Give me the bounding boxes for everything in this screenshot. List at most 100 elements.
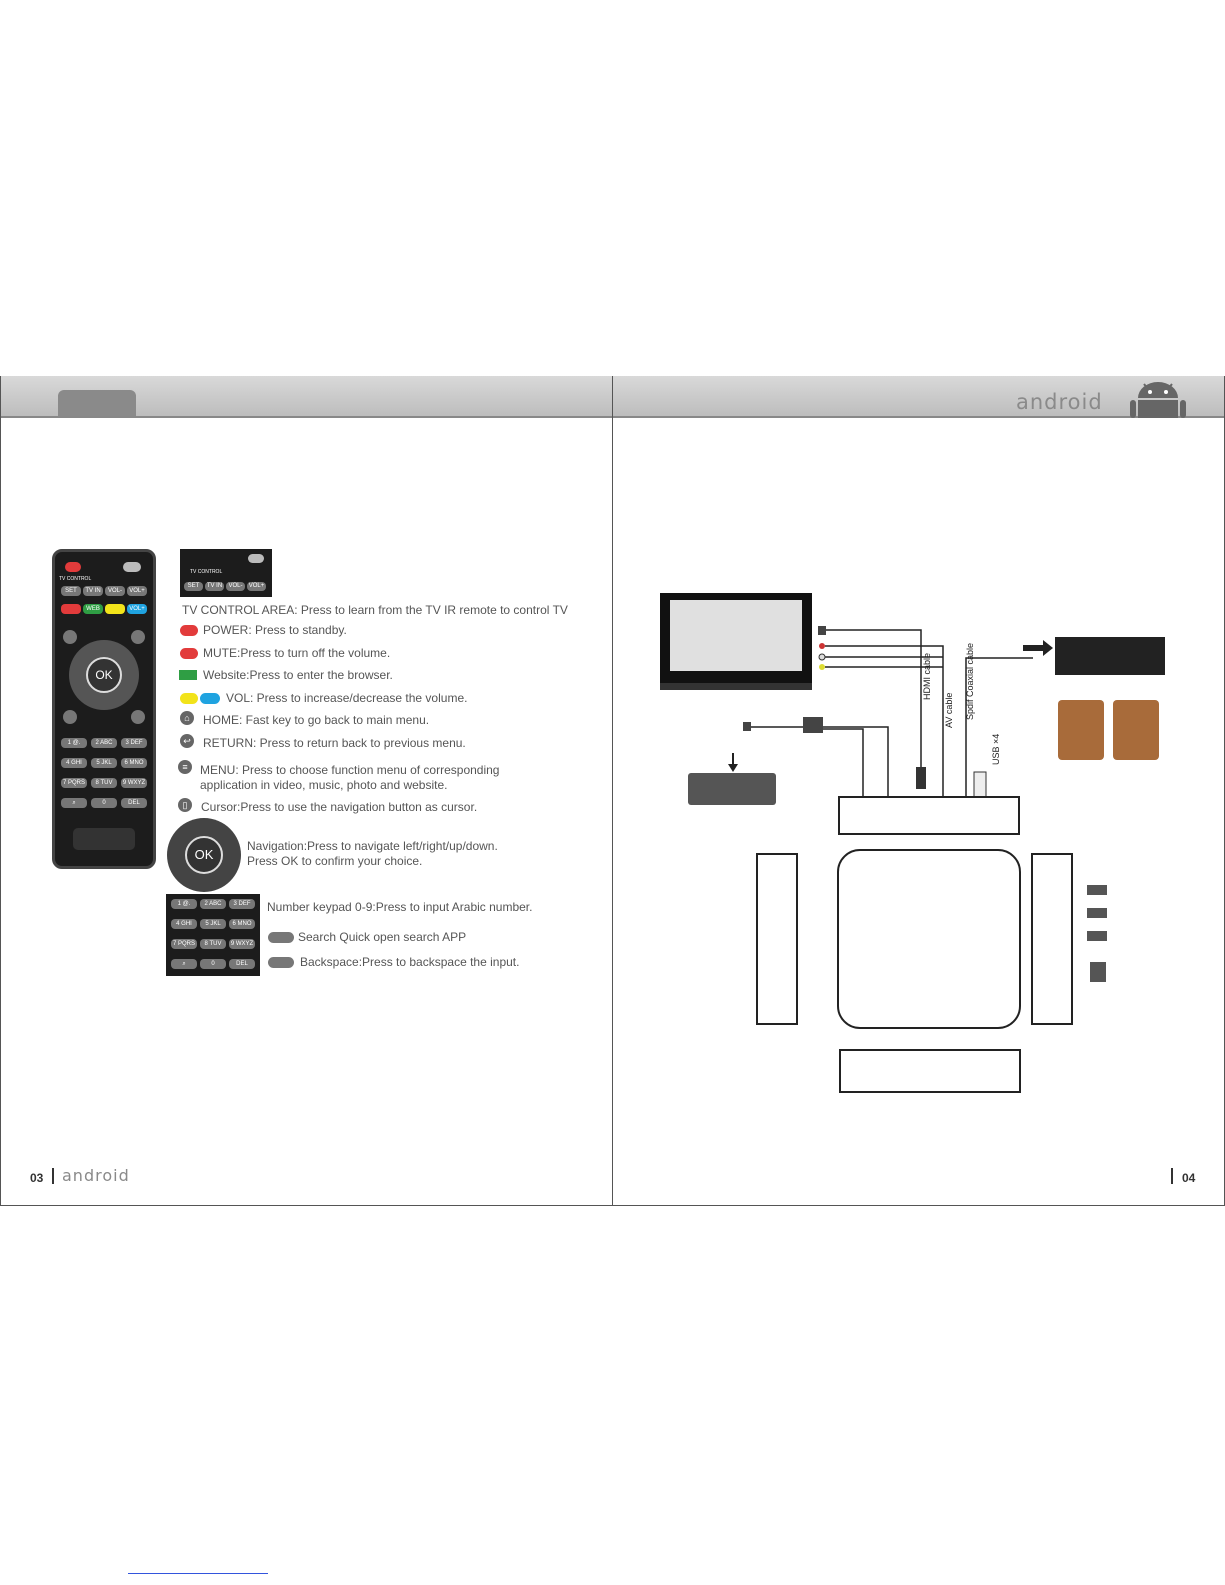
box-left-side-view: [756, 853, 798, 1025]
right-header-bar: [613, 376, 1224, 418]
remote-ok-button[interactable]: OK: [86, 657, 122, 693]
connection-diagram: [660, 593, 1165, 1093]
remote-volplus-key[interactable]: VOL+: [127, 586, 147, 596]
remote-vol-down-key[interactable]: [105, 604, 125, 614]
closeup-volplus-key: VOL+: [247, 582, 266, 591]
remote-del-key[interactable]: DEL: [121, 798, 147, 808]
vol-down-icon: [180, 693, 198, 704]
remote-power-button[interactable]: [65, 562, 81, 572]
vol-up-icon: [200, 693, 220, 704]
usb-device-icon-3: [1087, 931, 1107, 941]
keypad-key-3: 3 DEF: [229, 899, 255, 909]
keypad-key-5: 5 JKL: [200, 919, 226, 929]
speaker-left-illustration: [1058, 700, 1104, 760]
av-plug-yellow-icon: [819, 664, 825, 670]
right-arrow-icon: [1023, 640, 1053, 656]
keypad-key-2: 2 ABC: [200, 899, 226, 909]
remote-tvin-key[interactable]: TV IN: [83, 586, 103, 596]
menu-description-line2: application in video, music, photo and w…: [200, 778, 448, 792]
tv-control-description: TV CONTROL AREA: Press to learn from the…: [182, 603, 568, 617]
remote-key-0[interactable]: 0: [91, 798, 117, 808]
navigation-description-line1: Navigation:Press to navigate left/right/…: [247, 839, 498, 853]
remote-key-7[interactable]: 7 PQRS: [61, 778, 87, 788]
closeup-tvin-key: TV IN: [205, 582, 224, 591]
menu-description-line1: MENU: Press to choose function menu of c…: [200, 763, 500, 777]
menu-icon: ≡: [178, 760, 192, 774]
router-illustration: [688, 773, 776, 805]
return-description: RETURN: Press to return back to previous…: [203, 736, 466, 750]
remote-vol-up-key[interactable]: VOL+: [127, 604, 147, 614]
remote-set-key[interactable]: SET: [61, 586, 81, 596]
keypad-search-key: ⌕: [171, 959, 197, 969]
tv-illustration: [660, 593, 812, 690]
usb-stick-icon: [973, 771, 987, 799]
av-cable-label: AV cable: [944, 692, 954, 728]
search-icon: [268, 932, 294, 943]
keypad-closeup: 1 @. 2 ABC 3 DEF 4 GHI 5 JKL 6 MNO 7 PQR…: [166, 894, 260, 976]
navigation-description-line2: Press OK to confirm your choice.: [247, 854, 423, 868]
usb-device-icon-1: [1087, 885, 1107, 895]
search-description: Search Quick open search APP: [298, 930, 467, 944]
closeup-volminus-key: VOL-: [226, 582, 245, 591]
remote-key-3[interactable]: 3 DEF: [121, 738, 147, 748]
remote-menu-key[interactable]: [63, 710, 77, 724]
home-description: HOME: Fast key to go back to main menu.: [203, 713, 430, 727]
box-top-view: [837, 849, 1021, 1029]
usb-label: USB ×4: [991, 733, 1001, 765]
web-icon: [179, 670, 197, 680]
remote-return-key[interactable]: [131, 630, 145, 644]
keypad-key-8: 8 TUV: [200, 939, 226, 949]
remote-control: TV CONTROL SET TV IN VOL- VOL+ WEB VOL+ …: [52, 549, 156, 869]
hdmi-plug-icon: [818, 626, 826, 635]
right-page-number: 04: [1182, 1171, 1196, 1185]
del-icon: [268, 957, 294, 968]
cursor-description: Cursor:Press to use the navigation butto…: [201, 800, 478, 814]
hdmi-connector-icon: [916, 767, 926, 789]
remote-ir-window: [73, 828, 135, 850]
remote-cursor-key[interactable]: [131, 710, 145, 724]
navigation-closeup-ok: OK: [185, 836, 223, 874]
tv-control-closeup: TV CONTROL SET TV IN VOL- VOL+: [180, 549, 272, 597]
amplifier-illustration: [1055, 637, 1165, 675]
keypad-key-7: 7 PQRS: [171, 939, 197, 949]
remote-home-key[interactable]: [63, 630, 77, 644]
remote-volminus-key[interactable]: VOL-: [105, 586, 125, 596]
keypad-key-1: 1 @.: [171, 899, 197, 909]
keypad-key-0: 0: [200, 959, 226, 969]
power-icon: [180, 625, 198, 636]
home-icon: ⌂: [180, 711, 194, 725]
page-divider: [612, 376, 613, 1206]
cable-lines: [748, 629, 1033, 817]
remote-key-1[interactable]: 1 @.: [61, 738, 87, 748]
keypad-key-6: 6 MNO: [229, 919, 255, 929]
remote-search-key[interactable]: ⌕: [61, 798, 87, 808]
remote-tv-power-button[interactable]: [123, 562, 141, 572]
vol-description: VOL: Press to increase/decrease the volu…: [226, 691, 468, 705]
website-description: Website:Press to enter the browser.: [203, 668, 393, 682]
remote-key-2[interactable]: 2 ABC: [91, 738, 117, 748]
closeup-power-button: [248, 554, 264, 563]
speaker-right-illustration: [1113, 700, 1159, 760]
remote-key-4[interactable]: 4 GHI: [61, 758, 87, 768]
box-back-view: [838, 796, 1020, 835]
remote-key-8[interactable]: 8 TUV: [91, 778, 117, 788]
remote-key-9[interactable]: 9 WXYZ: [121, 778, 147, 788]
closeup-tv-control-label: TV CONTROL: [190, 569, 223, 575]
remote-key-5[interactable]: 5 JKL: [91, 758, 117, 768]
lan-cable-end-icon: [743, 722, 751, 731]
remote-mute-key[interactable]: [61, 604, 81, 614]
box-front-view: [839, 1049, 1021, 1093]
left-footer-brand: android: [62, 1166, 130, 1185]
cursor-icon: ▯: [178, 798, 192, 812]
android-logo-icon: [1130, 382, 1186, 418]
right-footer-separator: [1171, 1168, 1173, 1184]
closeup-set-key: SET: [184, 582, 203, 591]
remote-key-6[interactable]: 6 MNO: [121, 758, 147, 768]
av-plug-red-icon: [819, 643, 825, 649]
bottom-link-underline[interactable]: [128, 1573, 268, 1574]
keypad-key-9: 9 WXYZ: [229, 939, 255, 949]
av-plug-white-icon: [818, 653, 826, 661]
remote-web-key[interactable]: WEB: [83, 604, 103, 614]
keypad-description: Number keypad 0-9:Press to input Arabic …: [267, 900, 533, 914]
power-adapter-icon: [803, 717, 823, 733]
